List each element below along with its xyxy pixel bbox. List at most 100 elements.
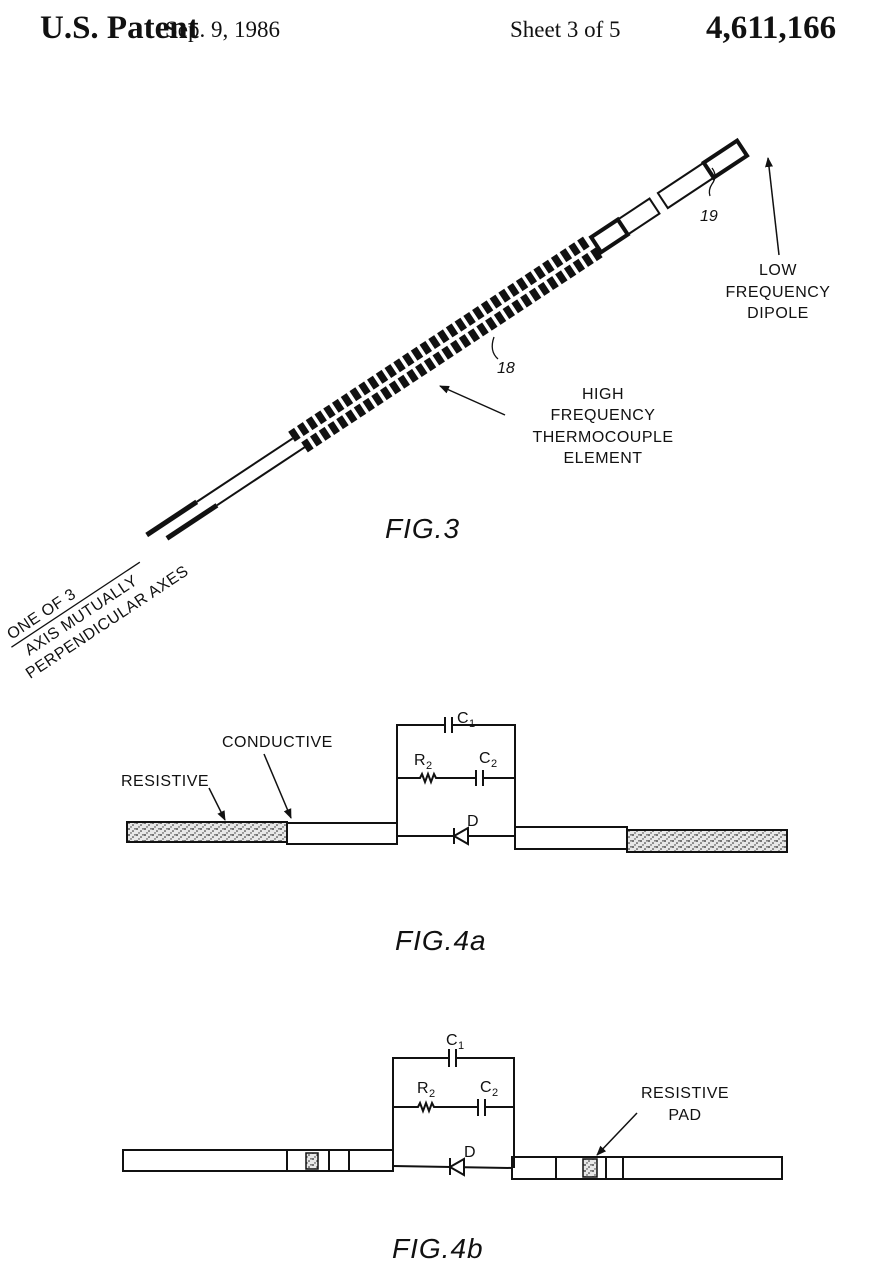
diode-symbol — [451, 826, 469, 846]
conductive-section-right — [514, 826, 628, 850]
thermocouple-block — [327, 421, 340, 435]
thermocouple-block — [288, 427, 301, 442]
thermocouple-block — [384, 364, 397, 378]
ref-18-leader — [491, 336, 499, 360]
lead-line-upper — [196, 437, 294, 503]
label-dipole: DIPOLE — [747, 305, 809, 322]
c2-label-4b: C — [480, 1079, 492, 1096]
label-frequency-2: FREQUENCY — [551, 407, 656, 424]
thermocouple-block — [467, 328, 481, 343]
thermocouple-block — [301, 438, 314, 453]
thermocouple-block — [463, 311, 476, 326]
label-resistive-4b: RESISTIVE — [641, 1085, 729, 1102]
thermocouple-block — [559, 248, 573, 263]
thermocouple-block — [358, 381, 371, 396]
c1-sub-4b: 1 — [458, 1040, 464, 1052]
thermocouple-element — [288, 236, 603, 453]
thermocouple-block — [388, 380, 402, 395]
label-element: ELEMENT — [563, 450, 642, 467]
thermocouple-block — [498, 288, 511, 303]
axis-thick-line-upper — [145, 499, 199, 538]
ref-19: 19 — [700, 208, 718, 225]
thermocouple-block — [577, 236, 590, 251]
strip-right — [511, 1156, 783, 1180]
thermocouple-block — [524, 271, 538, 286]
thermocouple-block — [375, 369, 389, 384]
thermocouple-block — [581, 253, 594, 267]
thermocouple-block — [572, 258, 586, 273]
thermocouple-block — [423, 357, 437, 372]
thermocouple-block — [511, 299, 524, 314]
dipole-dark-end-left — [588, 216, 631, 255]
thermocouple-block — [371, 392, 384, 406]
thermocouple-block — [419, 340, 433, 355]
c1-branch-4b — [392, 1057, 515, 1168]
r2-label-4b: R — [417, 1080, 429, 1097]
resistive-section-right — [626, 829, 788, 853]
thermocouple-block — [296, 422, 310, 436]
thermocouple-block — [493, 310, 507, 325]
resistive-pad-left — [305, 1152, 319, 1170]
thermocouple-block — [480, 300, 494, 315]
fig4a-caption: FIG.4a — [395, 925, 487, 956]
thermocouple-block — [432, 351, 446, 366]
thermocouple-block — [402, 352, 415, 367]
thermocouple-block — [528, 287, 542, 302]
thermocouple-block — [344, 409, 358, 424]
resistive-arrow — [208, 787, 226, 821]
sheet-number: Sheet 3 of 5 — [510, 17, 621, 42]
thermocouple-block — [406, 368, 419, 383]
dipole-dark-end-right — [700, 137, 750, 181]
thermocouple-block — [437, 329, 450, 344]
patent-label: U.S. Patent — [40, 10, 199, 46]
thermocouple-block — [458, 334, 472, 349]
figure-3: 19 LOW FREQUENCY DIPOLE 18 HIGH FREQUENC… — [4, 137, 831, 682]
thermocouple-block — [550, 254, 564, 268]
thermocouple-block — [445, 323, 459, 338]
thermocouple-block — [323, 404, 336, 419]
high-freq-arrow — [439, 385, 506, 416]
thermocouple-block — [380, 386, 393, 401]
fig3-caption: FIG.3 — [385, 513, 460, 544]
fig3-antenna — [145, 137, 750, 541]
patent-number: 4,611,166 — [706, 10, 837, 46]
c1-branch — [396, 724, 516, 838]
conductive-arrow — [263, 753, 292, 819]
label-high: HIGH — [582, 386, 624, 403]
diode-label-4b: D — [464, 1144, 476, 1161]
thermocouple-block — [305, 416, 319, 431]
thermocouple-block — [450, 339, 463, 354]
label-frequency: FREQUENCY — [726, 284, 831, 301]
thermocouple-block — [568, 242, 581, 257]
r2-c2-branch — [397, 771, 515, 785]
thermocouple-block — [428, 335, 441, 350]
thermocouple-block — [476, 322, 489, 337]
resistive-section-left — [126, 821, 288, 843]
thermocouple-block — [520, 293, 533, 308]
c2-sub: 2 — [491, 758, 497, 770]
patent-date: Sep. 9, 1986 — [165, 17, 280, 42]
thermocouple-block — [309, 432, 323, 447]
thermocouple-block — [367, 375, 380, 390]
thermocouple-block — [349, 387, 362, 402]
low-freq-arrow — [765, 157, 780, 256]
c2-label: C — [479, 750, 491, 767]
conductive-section-left — [286, 822, 398, 845]
thermocouple-block — [393, 358, 406, 373]
axis-label-group: ONE OF 3 AXIS MUTUALLY PERPENDICULAR AXE… — [4, 561, 192, 682]
label-resistive: RESISTIVE — [121, 773, 209, 790]
label-thermocouple: THERMOCOUPLE — [532, 429, 673, 446]
thermocouple-block — [353, 403, 367, 418]
figure-4a: C 1 R 2 C 2 D RESISTIVE CONDUCTIVE FIG.4… — [121, 710, 788, 956]
label-pad-4b: PAD — [668, 1107, 701, 1124]
label-low: LOW — [759, 262, 797, 279]
c1-label: C — [457, 710, 469, 727]
thermocouple-block — [397, 374, 410, 389]
thermocouple-block — [590, 247, 603, 262]
thermocouple-block — [537, 281, 551, 296]
thermocouple-block — [415, 363, 428, 377]
thermocouple-block — [542, 259, 555, 274]
thermocouple-block — [340, 393, 354, 407]
thermocouple-block — [485, 316, 498, 331]
thermocouple-block — [472, 306, 485, 321]
